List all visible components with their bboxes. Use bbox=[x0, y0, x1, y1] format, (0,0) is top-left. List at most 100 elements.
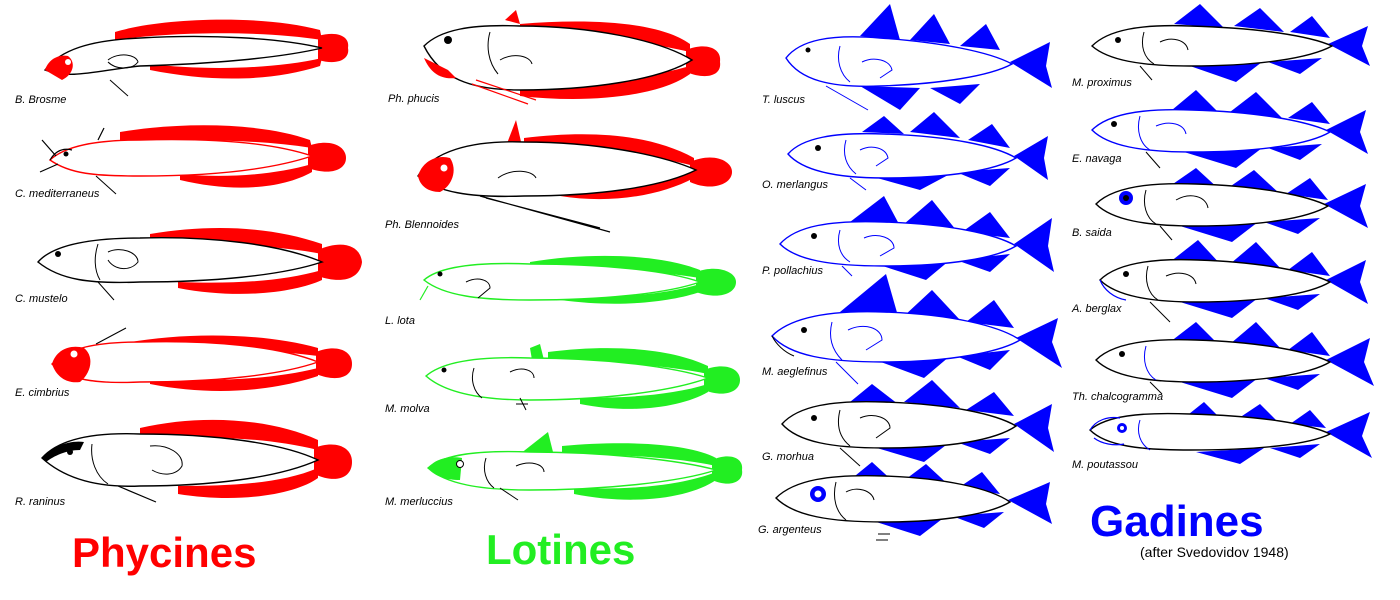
pectoral-fin bbox=[107, 54, 139, 69]
fish-label: E. cimbrius bbox=[15, 387, 70, 399]
eye bbox=[63, 151, 69, 157]
tail-fin bbox=[1016, 318, 1062, 368]
head bbox=[52, 346, 91, 383]
gill bbox=[1143, 345, 1157, 381]
dorsal-fin bbox=[1172, 90, 1220, 114]
fish-e-navaga: E. navaga bbox=[1072, 90, 1368, 169]
dorsal-fin bbox=[904, 200, 956, 230]
eye bbox=[811, 233, 817, 239]
fish-p-pollachius: P. pollachius bbox=[762, 196, 1054, 280]
tail-fin bbox=[686, 46, 721, 77]
dorsal-fin bbox=[960, 24, 1000, 50]
fish-label: G. argenteus bbox=[758, 524, 822, 536]
fish-body bbox=[426, 450, 719, 491]
dorsal-fin bbox=[1174, 4, 1224, 28]
fish-body bbox=[422, 262, 703, 301]
eye bbox=[805, 47, 811, 53]
fish-label: Ph. Blennoides bbox=[385, 219, 459, 231]
gill bbox=[1145, 265, 1197, 301]
pelvic-fin bbox=[1149, 381, 1163, 395]
fin bbox=[506, 120, 522, 146]
fish-body bbox=[1099, 258, 1332, 303]
eye bbox=[1123, 271, 1129, 277]
fish-c-mustelo: C. mustelo bbox=[15, 228, 362, 305]
fish-label: A. berglax bbox=[1071, 303, 1122, 315]
eye bbox=[55, 251, 61, 257]
eye bbox=[1111, 121, 1117, 127]
fin bbox=[505, 10, 520, 24]
fin bbox=[178, 270, 322, 294]
fish-label: O. merlangus bbox=[762, 179, 829, 191]
pelvic-fin bbox=[1159, 225, 1173, 241]
pelvic-fin bbox=[109, 79, 129, 97]
pectoral-fin bbox=[465, 278, 491, 299]
eye bbox=[1115, 37, 1121, 43]
tail-fin bbox=[1324, 184, 1368, 228]
tail-fin bbox=[704, 366, 740, 394]
dorsal-fin bbox=[904, 380, 960, 408]
pelvic-fin bbox=[825, 85, 869, 111]
gill bbox=[91, 443, 183, 485]
anal-fin bbox=[1180, 298, 1258, 318]
anal-fin bbox=[1180, 222, 1258, 242]
fish-label: R. raninus bbox=[15, 496, 66, 508]
anal-fin bbox=[1268, 58, 1322, 74]
phycines-column: B. Brosme C. mediterraneus C. mustelo bbox=[15, 19, 362, 576]
dorsal-fin bbox=[1290, 410, 1326, 428]
tail-fin bbox=[316, 348, 352, 379]
fin bbox=[562, 443, 716, 466]
pelvic-fin bbox=[1139, 65, 1153, 81]
fish-body bbox=[1088, 412, 1332, 451]
fin bbox=[580, 384, 708, 409]
fish-label: M. molva bbox=[385, 403, 430, 415]
fin bbox=[115, 19, 322, 40]
dorsal-fin bbox=[850, 384, 898, 404]
lotines-column: Ph. phucis Ph. Blennoides L. lota bbox=[385, 10, 743, 573]
eye bbox=[437, 271, 443, 277]
dorsal-fin bbox=[966, 300, 1014, 328]
gadines-column-right: M. proximus E. navaga bbox=[1071, 4, 1374, 560]
head-detail bbox=[94, 243, 139, 281]
eye bbox=[65, 59, 71, 65]
fish-body bbox=[41, 433, 320, 487]
eye bbox=[70, 350, 78, 358]
tail-fin bbox=[1326, 338, 1374, 386]
eye bbox=[801, 327, 807, 333]
eye bbox=[67, 449, 73, 455]
anal-fin bbox=[1264, 294, 1320, 310]
fish-label: C. mediterraneus bbox=[15, 188, 100, 200]
fin bbox=[180, 164, 312, 188]
barbel bbox=[419, 285, 429, 301]
credit-caption: (after Svedovidov 1948) bbox=[1140, 544, 1289, 560]
head bbox=[1089, 416, 1125, 446]
pelvic-fin bbox=[1145, 151, 1161, 169]
eye bbox=[440, 164, 448, 172]
dorsal-fin bbox=[968, 124, 1010, 148]
fish-l-lota: L. lota bbox=[385, 255, 736, 327]
anal-fin bbox=[930, 84, 980, 104]
dorsal-fin bbox=[840, 274, 898, 316]
dorsal-fin bbox=[1234, 8, 1284, 32]
dorsal-fin bbox=[1290, 16, 1330, 38]
fish-e-cimbrius: E. cimbrius bbox=[15, 327, 352, 399]
pelvic-fin bbox=[516, 397, 528, 411]
pelvic-fin bbox=[876, 533, 890, 541]
tail-fin bbox=[1014, 404, 1054, 452]
fin bbox=[520, 432, 554, 456]
pupil bbox=[814, 490, 822, 498]
fish-o-merlangus: O. merlangus bbox=[762, 112, 1048, 191]
gadines-column-left: T. luscus O. merlangus bbox=[758, 4, 1062, 541]
tail-fin bbox=[314, 444, 352, 479]
group-title-gadines: Gadines bbox=[1090, 497, 1264, 546]
anal-fin bbox=[1268, 144, 1322, 160]
gill bbox=[471, 367, 535, 399]
tail-fin bbox=[1326, 260, 1368, 304]
gill bbox=[1141, 31, 1189, 65]
fish-b-saida: B. saida bbox=[1072, 168, 1368, 242]
fish-th-chalcogramma: Th. chalcogramma bbox=[1072, 322, 1374, 403]
eye bbox=[815, 145, 821, 151]
gill bbox=[483, 457, 545, 489]
gill bbox=[837, 229, 895, 263]
tail-fin bbox=[712, 456, 743, 484]
gill bbox=[837, 45, 893, 83]
